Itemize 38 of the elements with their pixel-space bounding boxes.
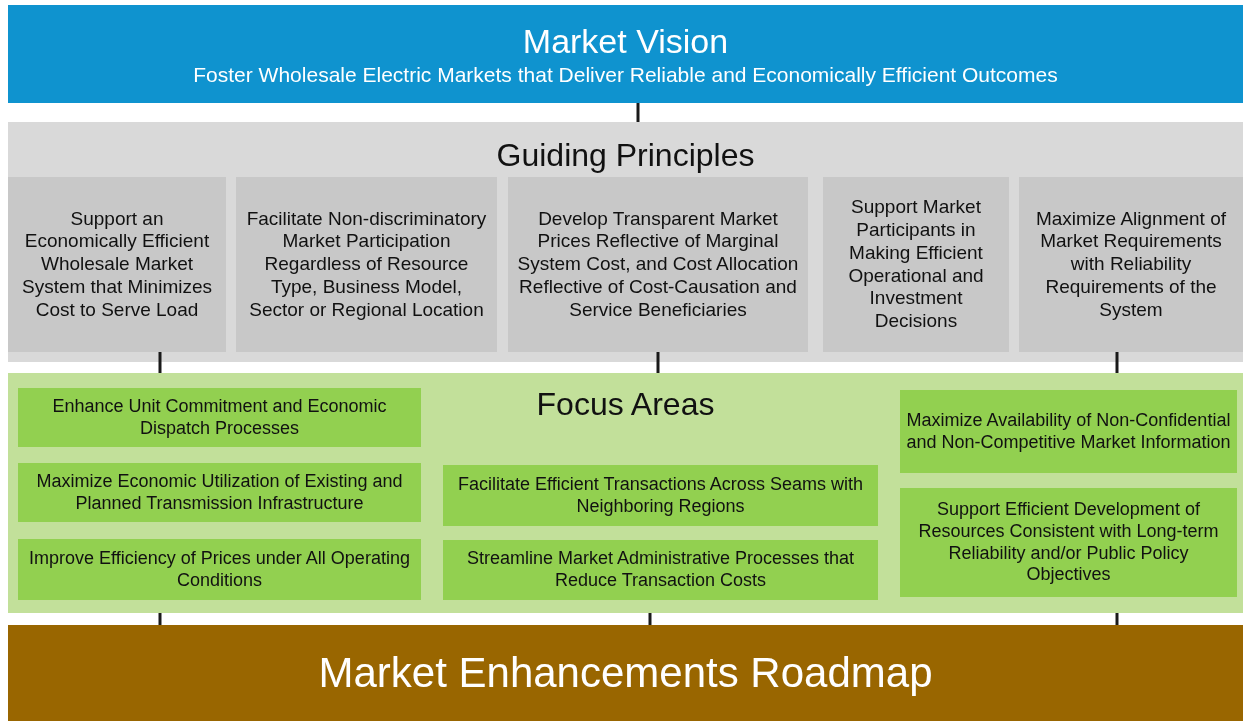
connector-line — [1115, 613, 1119, 625]
connector-line — [648, 613, 652, 625]
box-text: Improve Efficiency of Prices under All Operating Conditions — [28, 547, 411, 592]
box-text: Support an Economically Efficient Wholesale Market System that Minimizes Cost to Serve Load — [20, 207, 213, 322]
band-title: Market Vision — [522, 21, 729, 62]
connector-line — [158, 352, 162, 373]
vision-band — [8, 5, 1243, 103]
box-text: Support Market Participants in Making Efficient Operational and Investment Decisions — [847, 196, 985, 333]
principle-box — [1019, 177, 1243, 352]
focus-box — [900, 390, 1237, 473]
box-text: Support Efficient Development of Resources Consistent with Long-term Reliability and/or Public Policy Objectives — [917, 499, 1220, 586]
connector-line — [656, 352, 660, 373]
focus-band — [8, 373, 1243, 613]
focus-box — [18, 539, 421, 600]
box-text: Facilitate Non-discriminatory Market Participation Regardless of Resource Type, Business Model, Sector or Regional Location — [245, 207, 488, 322]
box-text: Enhance Unit Commitment and Economic Dispatch Processes — [51, 395, 388, 440]
focus-box — [443, 465, 878, 526]
connector-line — [636, 103, 640, 122]
band-title: Market Enhancements Roadmap — [318, 647, 933, 698]
box-text: Develop Transparent Market Prices Reflective of Marginal System Cost, and Cost Allocation Reflective of Cost-Causation and Service Beneficiaries — [516, 207, 800, 322]
focus-box — [443, 540, 878, 600]
band-title: Focus Areas — [536, 385, 715, 424]
connector-line — [158, 613, 162, 625]
focus-box — [18, 388, 421, 447]
roadmap-band — [8, 625, 1243, 721]
box-text: Maximize Economic Utilization of Existing and Planned Transmission Infrastructure — [35, 470, 404, 515]
connector-line — [1115, 352, 1119, 373]
principle-box — [508, 177, 808, 352]
box-text: Facilitate Efficient Transactions Across Seams with Neighboring Regions — [457, 473, 864, 518]
focus-box — [18, 463, 421, 522]
box-text: Maximize Alignment of Market Requirements with Reliability Requirements of the System — [1034, 207, 1228, 322]
principle-box — [8, 177, 226, 352]
box-text: Foster Wholesale Electric Markets that Deliver Reliable and Economically Efficient Outcomes — [193, 61, 1058, 87]
band-title: Guiding Principles — [496, 136, 755, 175]
box-text: Streamline Market Administrative Processes that Reduce Transaction Costs — [465, 548, 856, 592]
principles-band — [8, 122, 1243, 362]
box-text: Maximize Availability of Non-Confidential and Non-Competitive Market Information — [906, 409, 1231, 454]
focus-box — [900, 488, 1237, 597]
